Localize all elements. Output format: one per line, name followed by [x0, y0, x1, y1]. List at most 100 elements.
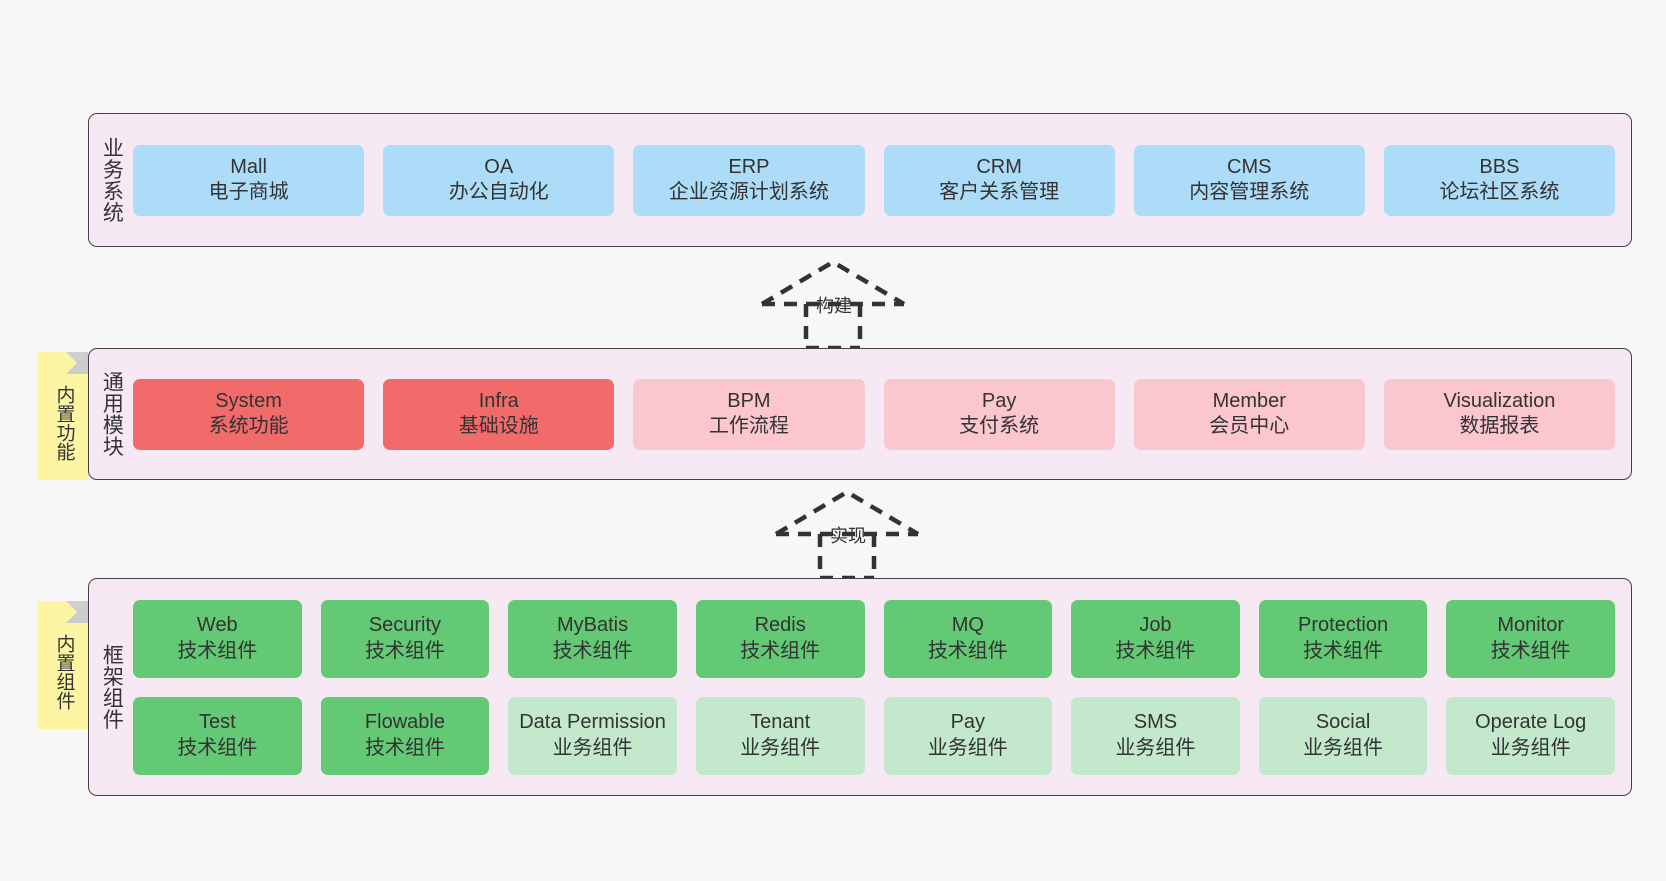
module-box-member-desc: 会员中心: [1209, 415, 1290, 437]
business-box-mall-desc: 电子商城: [208, 181, 289, 203]
business-box-cms[interactable]: CMS 内容管理系统: [1133, 144, 1365, 216]
business-box-crm-desc: 客户关系管理: [939, 181, 1060, 203]
business-box-oa-name: OA: [484, 155, 514, 178]
component-box-test[interactable]: Test 技术组件: [133, 696, 302, 775]
arrow-implement-head: [774, 489, 920, 536]
module-box-visualization-name: Visualization: [1443, 389, 1556, 412]
module-box-pay-name: Pay: [981, 389, 1017, 412]
arrow-implement: 实现: [762, 488, 932, 581]
framework-tech-row: Web 技术组件 Security 技术组件 MyBatis 技术组件 Redi…: [133, 599, 1615, 678]
component-box-redis-name: Redis: [754, 614, 806, 637]
component-box-web[interactable]: Web 技术组件: [133, 599, 302, 678]
framework-biz-row: Test 技术组件 Flowable 技术组件 Data Permission …: [133, 696, 1615, 775]
component-box-tenant-name: Tenant: [750, 711, 811, 734]
component-box-operate-log[interactable]: Operate Log 业务组件: [1446, 696, 1615, 775]
business-box-cms-desc: 内容管理系统: [1189, 181, 1310, 203]
module-box-member[interactable]: Member 会员中心: [1133, 378, 1365, 450]
component-box-flowable-name: Flowable: [364, 711, 445, 734]
arrow-build-stem: [803, 304, 863, 350]
component-box-security-desc: 技术组件: [364, 639, 445, 662]
module-box-bpm[interactable]: BPM 工作流程: [633, 378, 865, 450]
component-box-pay-name: Pay: [950, 711, 986, 734]
component-box-social[interactable]: Social 业务组件: [1258, 696, 1428, 775]
common-modules-row: System 系统功能 Infra 基础设施 BPM 工作流程 Pay 支付系统…: [133, 378, 1616, 450]
note-builtin-functions: 内置功能: [38, 352, 88, 480]
component-box-social-desc: 业务组件: [1303, 736, 1384, 759]
business-box-bbs-desc: 论坛社区系统: [1439, 181, 1560, 203]
component-box-data-permission-desc: 业务组件: [552, 736, 633, 759]
business-system-row: Mall 电子商城 OA 办公自动化 ERP 企业资源计划系统 CRM 客户关系…: [133, 144, 1616, 216]
component-box-operate-log-name: Operate Log: [1475, 711, 1587, 734]
arrow-build-label: 构建: [816, 296, 852, 316]
component-box-data-permission-name: Data Permission: [519, 711, 666, 734]
component-box-tenant-desc: 业务组件: [740, 736, 821, 759]
component-box-pay[interactable]: Pay 业务组件: [883, 696, 1053, 775]
business-box-cms-name: CMS: [1227, 155, 1272, 178]
module-box-visualization[interactable]: Visualization 数据报表: [1383, 378, 1616, 450]
business-box-bbs-name: BBS: [1479, 155, 1520, 178]
component-box-flowable[interactable]: Flowable 技术组件: [320, 696, 490, 775]
business-box-oa-desc: 办公自动化: [448, 181, 549, 203]
component-box-job-name: Job: [1139, 614, 1172, 637]
arrow-build: 构建: [748, 258, 918, 351]
business-box-oa[interactable]: OA 办公自动化: [383, 144, 615, 216]
business-box-erp-name: ERP: [728, 155, 770, 178]
layer-framework-components: 框架组件 Web 技术组件 Security 技术组件 MyBatis 技术组件…: [88, 578, 1632, 796]
component-box-pay-desc: 业务组件: [927, 736, 1008, 759]
component-box-protection[interactable]: Protection 技术组件: [1258, 599, 1428, 678]
component-box-job-desc: 技术组件: [1115, 639, 1196, 662]
module-box-infra-name: Infra: [478, 389, 519, 412]
component-box-web-desc: 技术组件: [177, 639, 258, 662]
component-box-mybatis-name: MyBatis: [557, 614, 629, 637]
arrow-build-head: [760, 259, 906, 306]
note-builtin-functions-label: 内置功能: [53, 385, 75, 461]
module-box-bpm-name: BPM: [727, 389, 771, 412]
business-box-crm[interactable]: CRM 客户关系管理: [883, 144, 1115, 216]
component-box-flowable-desc: 技术组件: [364, 736, 445, 759]
component-box-redis-desc: 技术组件: [740, 639, 821, 662]
layer-title-business-system: 业务系统: [100, 137, 124, 223]
component-box-monitor-name: Monitor: [1497, 614, 1565, 637]
component-box-security[interactable]: Security 技术组件: [320, 599, 490, 678]
component-box-security-name: Security: [368, 614, 442, 637]
module-box-pay[interactable]: Pay 支付系统: [883, 378, 1115, 450]
component-box-mybatis[interactable]: MyBatis 技术组件: [508, 599, 677, 678]
module-box-bpm-desc: 工作流程: [708, 415, 789, 437]
component-box-sms[interactable]: SMS 业务组件: [1071, 696, 1240, 775]
component-box-operate-log-desc: 业务组件: [1490, 736, 1571, 759]
component-box-data-permission[interactable]: Data Permission 业务组件: [508, 696, 677, 775]
business-system-box-grid: Mall 电子商城 OA 办公自动化 ERP 企业资源计划系统 CRM 客户关系…: [133, 114, 1631, 246]
component-box-social-name: Social: [1315, 711, 1371, 734]
component-box-mybatis-desc: 技术组件: [552, 639, 633, 662]
component-box-redis[interactable]: Redis 技术组件: [695, 599, 865, 678]
component-box-sms-name: SMS: [1133, 711, 1178, 734]
business-box-bbs[interactable]: BBS 论坛社区系统: [1383, 144, 1616, 216]
module-box-system[interactable]: System 系统功能: [133, 378, 365, 450]
component-box-mq-name: MQ: [951, 614, 984, 637]
note-builtin-components: 内置组件: [38, 601, 88, 729]
module-box-infra[interactable]: Infra 基础设施: [383, 378, 615, 450]
business-box-erp[interactable]: ERP 企业资源计划系统: [633, 144, 865, 216]
component-box-sms-desc: 业务组件: [1115, 736, 1196, 759]
component-box-protection-name: Protection: [1298, 614, 1389, 637]
note-builtin-components-label: 内置组件: [53, 634, 75, 710]
component-box-mq-desc: 技术组件: [927, 639, 1008, 662]
layer-title-common-modules: 通用模块: [100, 371, 124, 457]
component-box-test-desc: 技术组件: [177, 736, 258, 759]
business-box-mall[interactable]: Mall 电子商城: [133, 144, 365, 216]
business-box-erp-desc: 企业资源计划系统: [668, 181, 829, 203]
component-box-tenant[interactable]: Tenant 业务组件: [695, 696, 865, 775]
framework-components-box-grid: Web 技术组件 Security 技术组件 MyBatis 技术组件 Redi…: [133, 579, 1631, 795]
note-fold-corner-icon: [66, 352, 88, 374]
module-box-system-name: System: [215, 389, 282, 412]
layer-title-framework-components: 框架组件: [100, 644, 124, 730]
component-box-mq[interactable]: MQ 技术组件: [883, 599, 1053, 678]
common-modules-box-grid: System 系统功能 Infra 基础设施 BPM 工作流程 Pay 支付系统…: [133, 349, 1631, 479]
component-box-monitor[interactable]: Monitor 技术组件: [1446, 599, 1615, 678]
component-box-test-name: Test: [198, 711, 236, 734]
layer-common-modules: 通用模块 System 系统功能 Infra 基础设施 BPM 工作流程 Pay…: [88, 348, 1632, 480]
arrow-implement-label: 实现: [830, 526, 866, 546]
component-box-job[interactable]: Job 技术组件: [1071, 599, 1240, 678]
component-box-protection-desc: 技术组件: [1303, 639, 1384, 662]
